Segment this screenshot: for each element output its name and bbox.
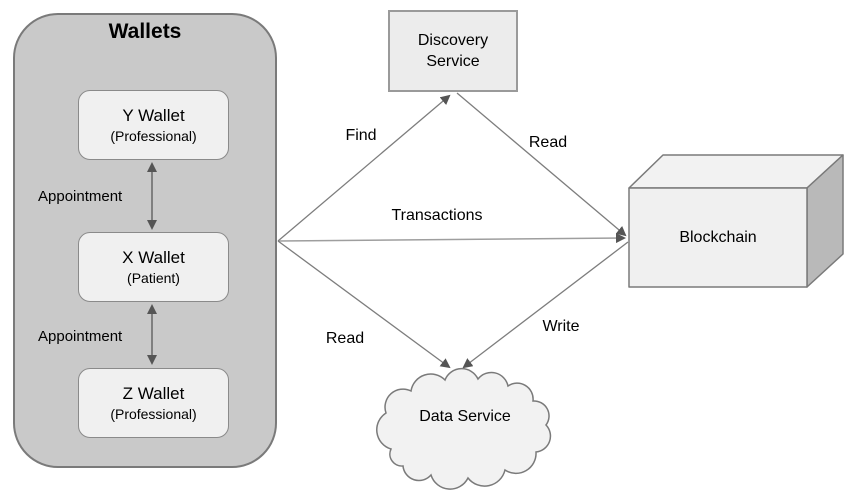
edge-label-transactions: Transactions bbox=[391, 207, 483, 224]
wallets-title: Wallets bbox=[108, 20, 182, 43]
edge-label-read-bottom: Read bbox=[325, 330, 365, 347]
blockchain-label: Blockchain bbox=[679, 228, 757, 246]
wallet-role: (Professional) bbox=[110, 128, 197, 144]
data-service-label: Data Service bbox=[419, 408, 511, 425]
wallet-box-x: X Wallet (Patient) bbox=[78, 232, 229, 302]
wallet-box-z: Z Wallet (Professional) bbox=[78, 368, 229, 438]
edge-label-find: Find bbox=[345, 127, 377, 144]
edge-transactions-arrow bbox=[278, 233, 626, 244]
edge-label-write: Write bbox=[542, 318, 580, 335]
edge-read-bottom-arrow bbox=[277, 240, 451, 369]
edge-write-arrow bbox=[462, 241, 629, 369]
wallet-box-y: Y Wallet (Professional) bbox=[78, 90, 229, 160]
wallet-role: (Professional) bbox=[110, 406, 197, 422]
edge-find-arrow bbox=[277, 94, 451, 242]
wallet-name: Z Wallet bbox=[122, 384, 185, 403]
data-service-cloud bbox=[376, 367, 552, 490]
edge-label-read-top: Read bbox=[528, 134, 568, 151]
appointment-label-2: Appointment bbox=[38, 328, 123, 345]
blockchain-front-face bbox=[628, 187, 808, 288]
discovery-service-box: Discovery Service bbox=[388, 10, 518, 92]
wallet-role: (Patient) bbox=[127, 270, 180, 286]
blockchain-box bbox=[628, 154, 844, 288]
wallet-name: X Wallet bbox=[122, 248, 185, 267]
wallet-name: Y Wallet bbox=[122, 106, 185, 125]
discovery-service-label: Discovery Service bbox=[417, 32, 489, 70]
edge-read-top-arrow bbox=[456, 92, 627, 237]
appointment-label-1: Appointment bbox=[38, 188, 123, 205]
